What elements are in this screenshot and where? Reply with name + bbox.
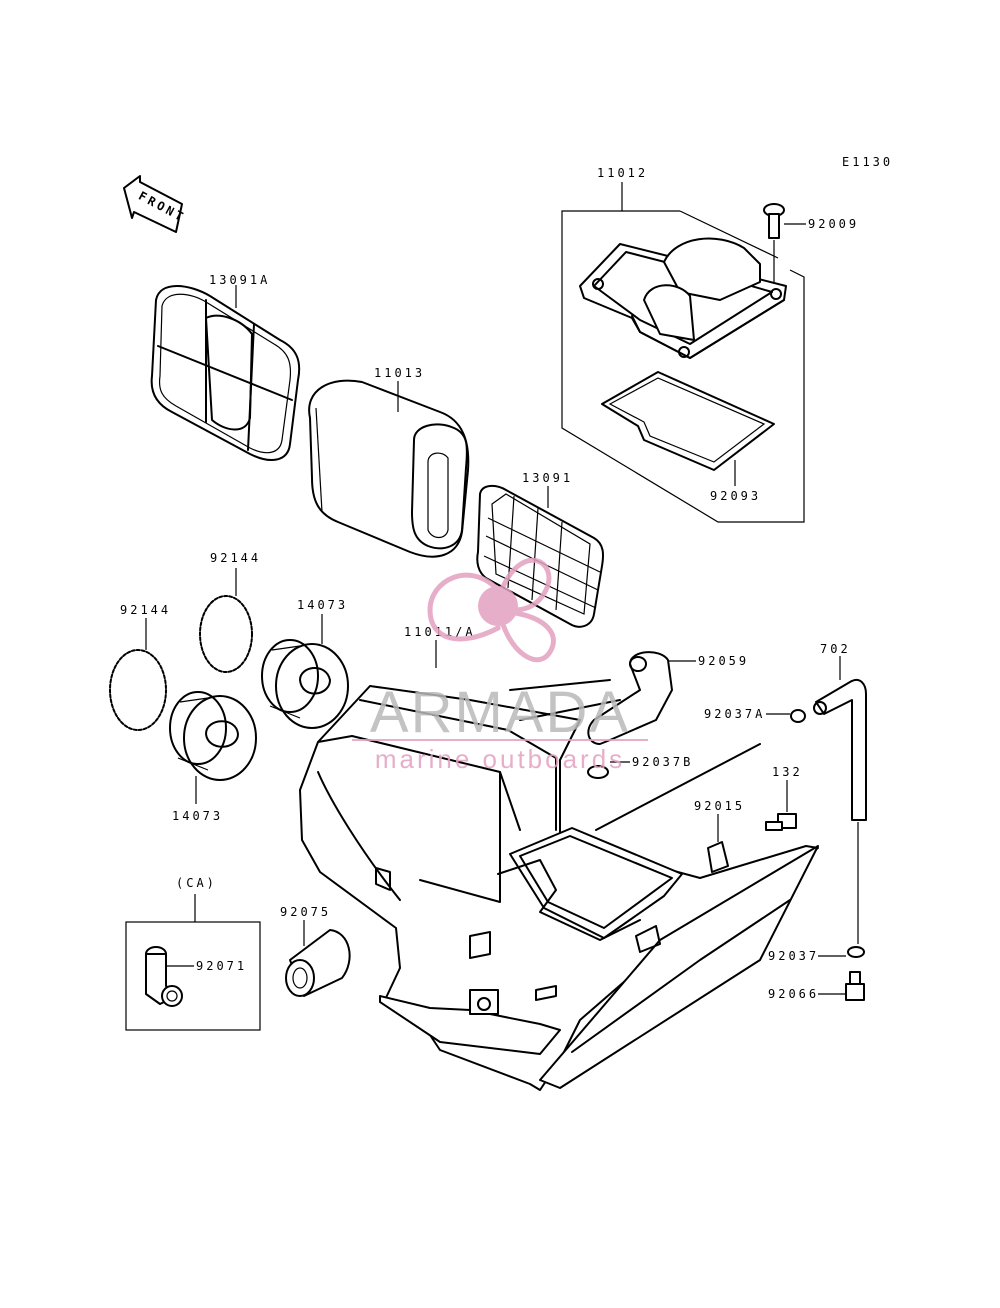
callout-11013: 11013 bbox=[374, 366, 425, 380]
callout-14073-lower: 14073 bbox=[172, 809, 223, 823]
watermark-brand: ARMADA bbox=[370, 680, 630, 745]
callout-702: 702 bbox=[820, 642, 851, 656]
diagram-code: E1130 bbox=[842, 155, 893, 169]
callout-13091: 13091 bbox=[522, 471, 573, 485]
part-13091-cage bbox=[476, 484, 604, 628]
armada-watermark: ARMADA marine outboards bbox=[352, 557, 648, 774]
propeller-logo-icon bbox=[427, 557, 556, 663]
callout-92075: 92075 bbox=[280, 905, 331, 919]
callout-92009: 92009 bbox=[808, 217, 859, 231]
part-14073-duct-lower bbox=[169, 691, 257, 781]
callout-14073-upper: 14073 bbox=[297, 598, 348, 612]
callout-CA: (CA) bbox=[176, 876, 217, 890]
callout-92144-lower: 92144 bbox=[120, 603, 171, 617]
callout-92059: 92059 bbox=[698, 654, 749, 668]
part-92066-plug bbox=[845, 971, 865, 1001]
part-92015-nut bbox=[707, 841, 729, 873]
callout-13091A: 13091A bbox=[209, 273, 270, 287]
callout-92144-upper: 92144 bbox=[210, 551, 261, 565]
watermark-tagline: marine outboards bbox=[375, 744, 625, 774]
part-11013-element bbox=[308, 379, 470, 558]
callout-92093: 92093 bbox=[710, 489, 761, 503]
callout-11012: 11012 bbox=[597, 166, 648, 180]
callout-92037: 92037 bbox=[768, 949, 819, 963]
part-92071-elbow bbox=[145, 946, 183, 1007]
callout-92037A: 92037A bbox=[704, 707, 765, 721]
part-14073-duct-upper bbox=[261, 639, 349, 729]
part-92037-clamp bbox=[847, 946, 865, 958]
part-132-bolt bbox=[765, 813, 797, 831]
front-arrow-icon: FRONT bbox=[123, 175, 188, 233]
callout-92015: 92015 bbox=[694, 799, 745, 813]
callout-132: 132 bbox=[772, 765, 803, 779]
callout-92071: 92071 bbox=[196, 959, 247, 973]
part-92075-sleeve bbox=[285, 929, 351, 997]
callout-92066: 92066 bbox=[768, 987, 819, 1001]
part-92144-clamp-lower bbox=[109, 649, 167, 731]
part-92037B-clamp bbox=[587, 765, 609, 779]
callout-92037B: 92037B bbox=[632, 755, 693, 769]
part-11012-cover bbox=[561, 182, 805, 523]
part-92144-clamp-upper bbox=[199, 595, 253, 673]
variant-ca-box bbox=[125, 921, 261, 1031]
part-13091A-frame bbox=[150, 285, 301, 461]
part-11011A-case bbox=[299, 679, 819, 1091]
part-92037A-clamp bbox=[790, 709, 806, 723]
part-702-tube bbox=[813, 678, 867, 944]
